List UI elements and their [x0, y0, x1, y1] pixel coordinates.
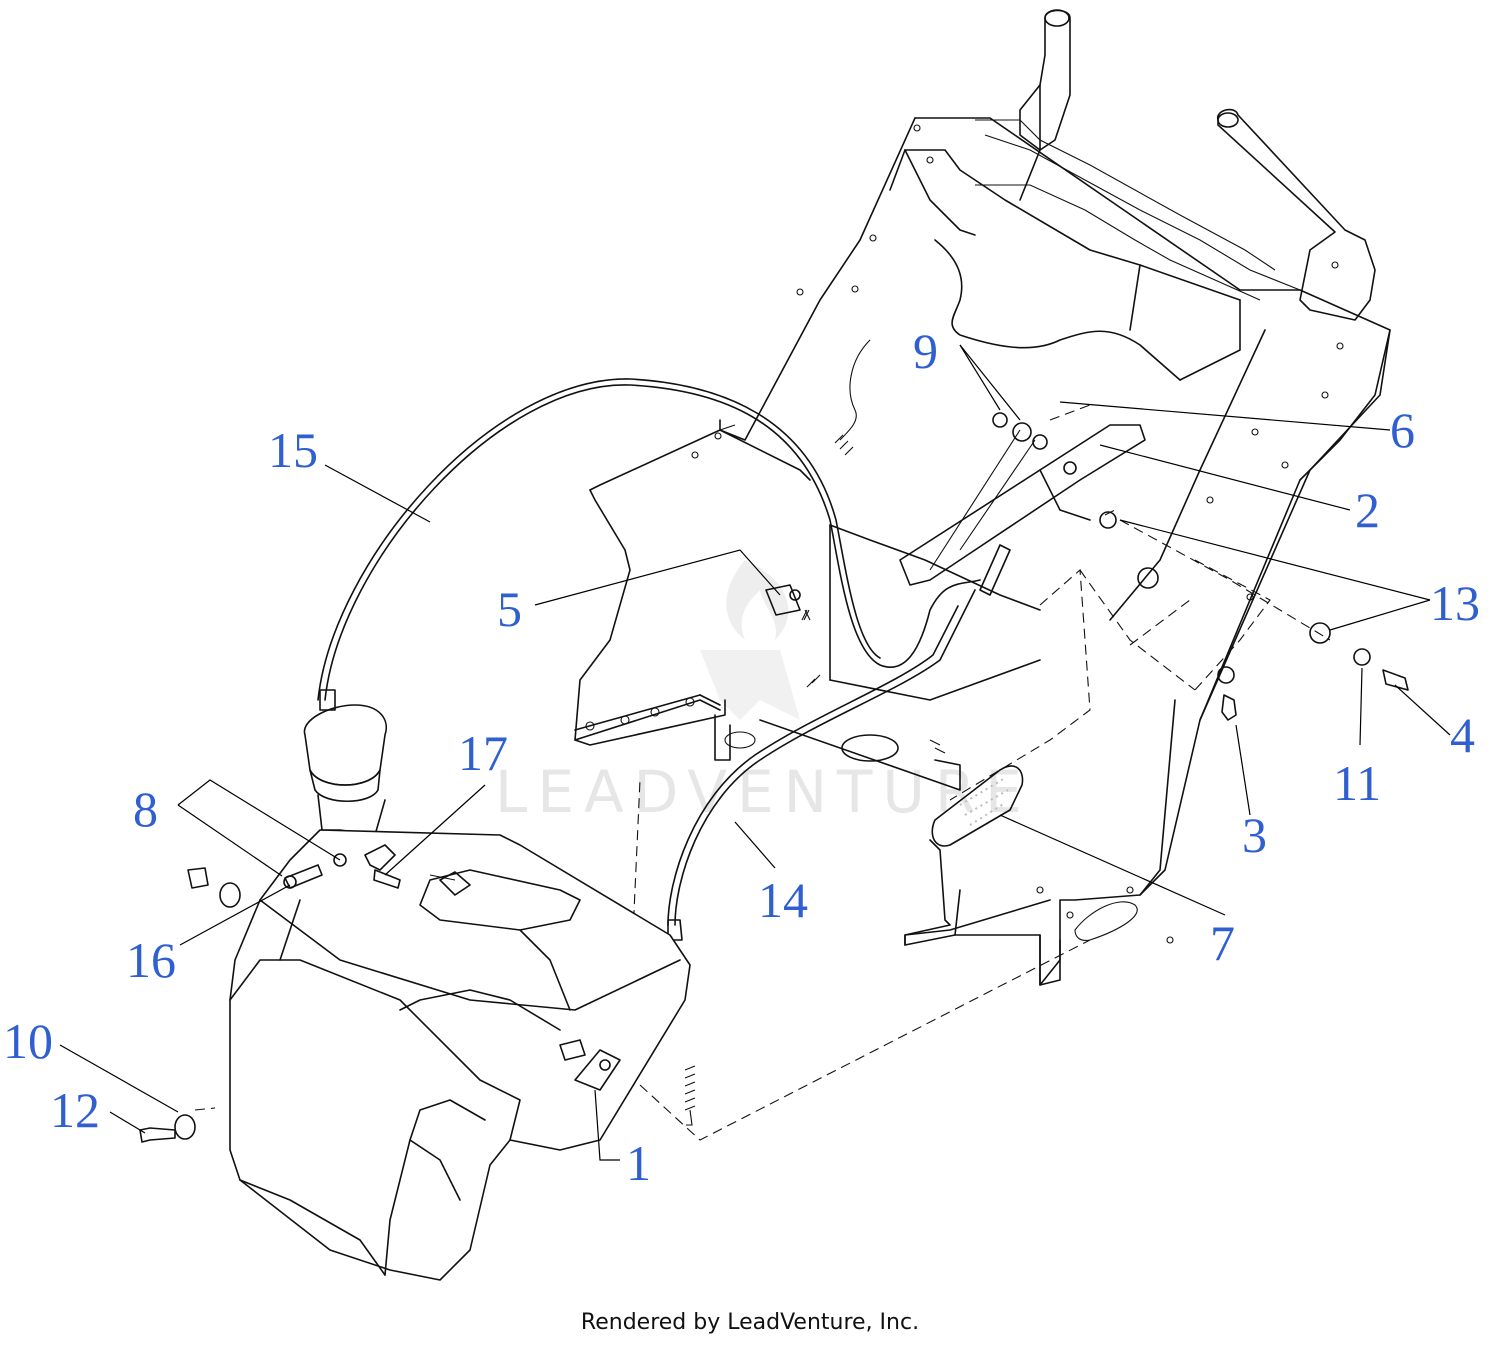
callout-3: 3: [1242, 807, 1267, 863]
callout-8: 8: [133, 781, 158, 837]
callout-10: 10: [3, 1013, 53, 1069]
callout-13: 13: [1430, 575, 1480, 631]
callout-17: 17: [458, 725, 508, 781]
callout-7: 7: [1210, 915, 1235, 971]
callout-5: 5: [497, 581, 522, 637]
footer-credit: Rendered by LeadVenture, Inc.: [580, 1310, 920, 1335]
callout-2: 2: [1355, 482, 1380, 538]
cable: [317, 378, 1011, 701]
bolt: [139, 867, 241, 1143]
pedal-pad: [931, 765, 1024, 847]
watermark-logo: [700, 560, 800, 720]
callout-1: 1: [626, 1135, 651, 1191]
callout-12: 12: [50, 1082, 100, 1138]
leader-lines: [59, 344, 1451, 1161]
callout-9: 9: [913, 323, 938, 379]
callout-labels: 1 2 3 4 5 6 7 8 9 10 11 12 13 14 15 16 1…: [3, 323, 1480, 1191]
bracket: [765, 584, 801, 616]
fuel-cap: [303, 689, 387, 836]
main-frame: [574, 9, 1391, 986]
pedal-lever: [899, 424, 1146, 586]
watermark-text: LEADVENTURE: [495, 758, 1032, 826]
callout-4: 4: [1450, 707, 1475, 763]
callout-15: 15: [268, 422, 318, 478]
callout-14: 14: [758, 872, 808, 928]
fuel-fitting: [283, 844, 471, 896]
pivot-bolt: [992, 412, 1048, 450]
spring: [684, 434, 946, 1126]
fuel-tank: [229, 829, 691, 1281]
callout-6: 6: [1390, 402, 1415, 458]
callout-16: 16: [126, 932, 176, 988]
callout-11: 11: [1333, 755, 1381, 811]
hardware: [1099, 511, 1409, 721]
